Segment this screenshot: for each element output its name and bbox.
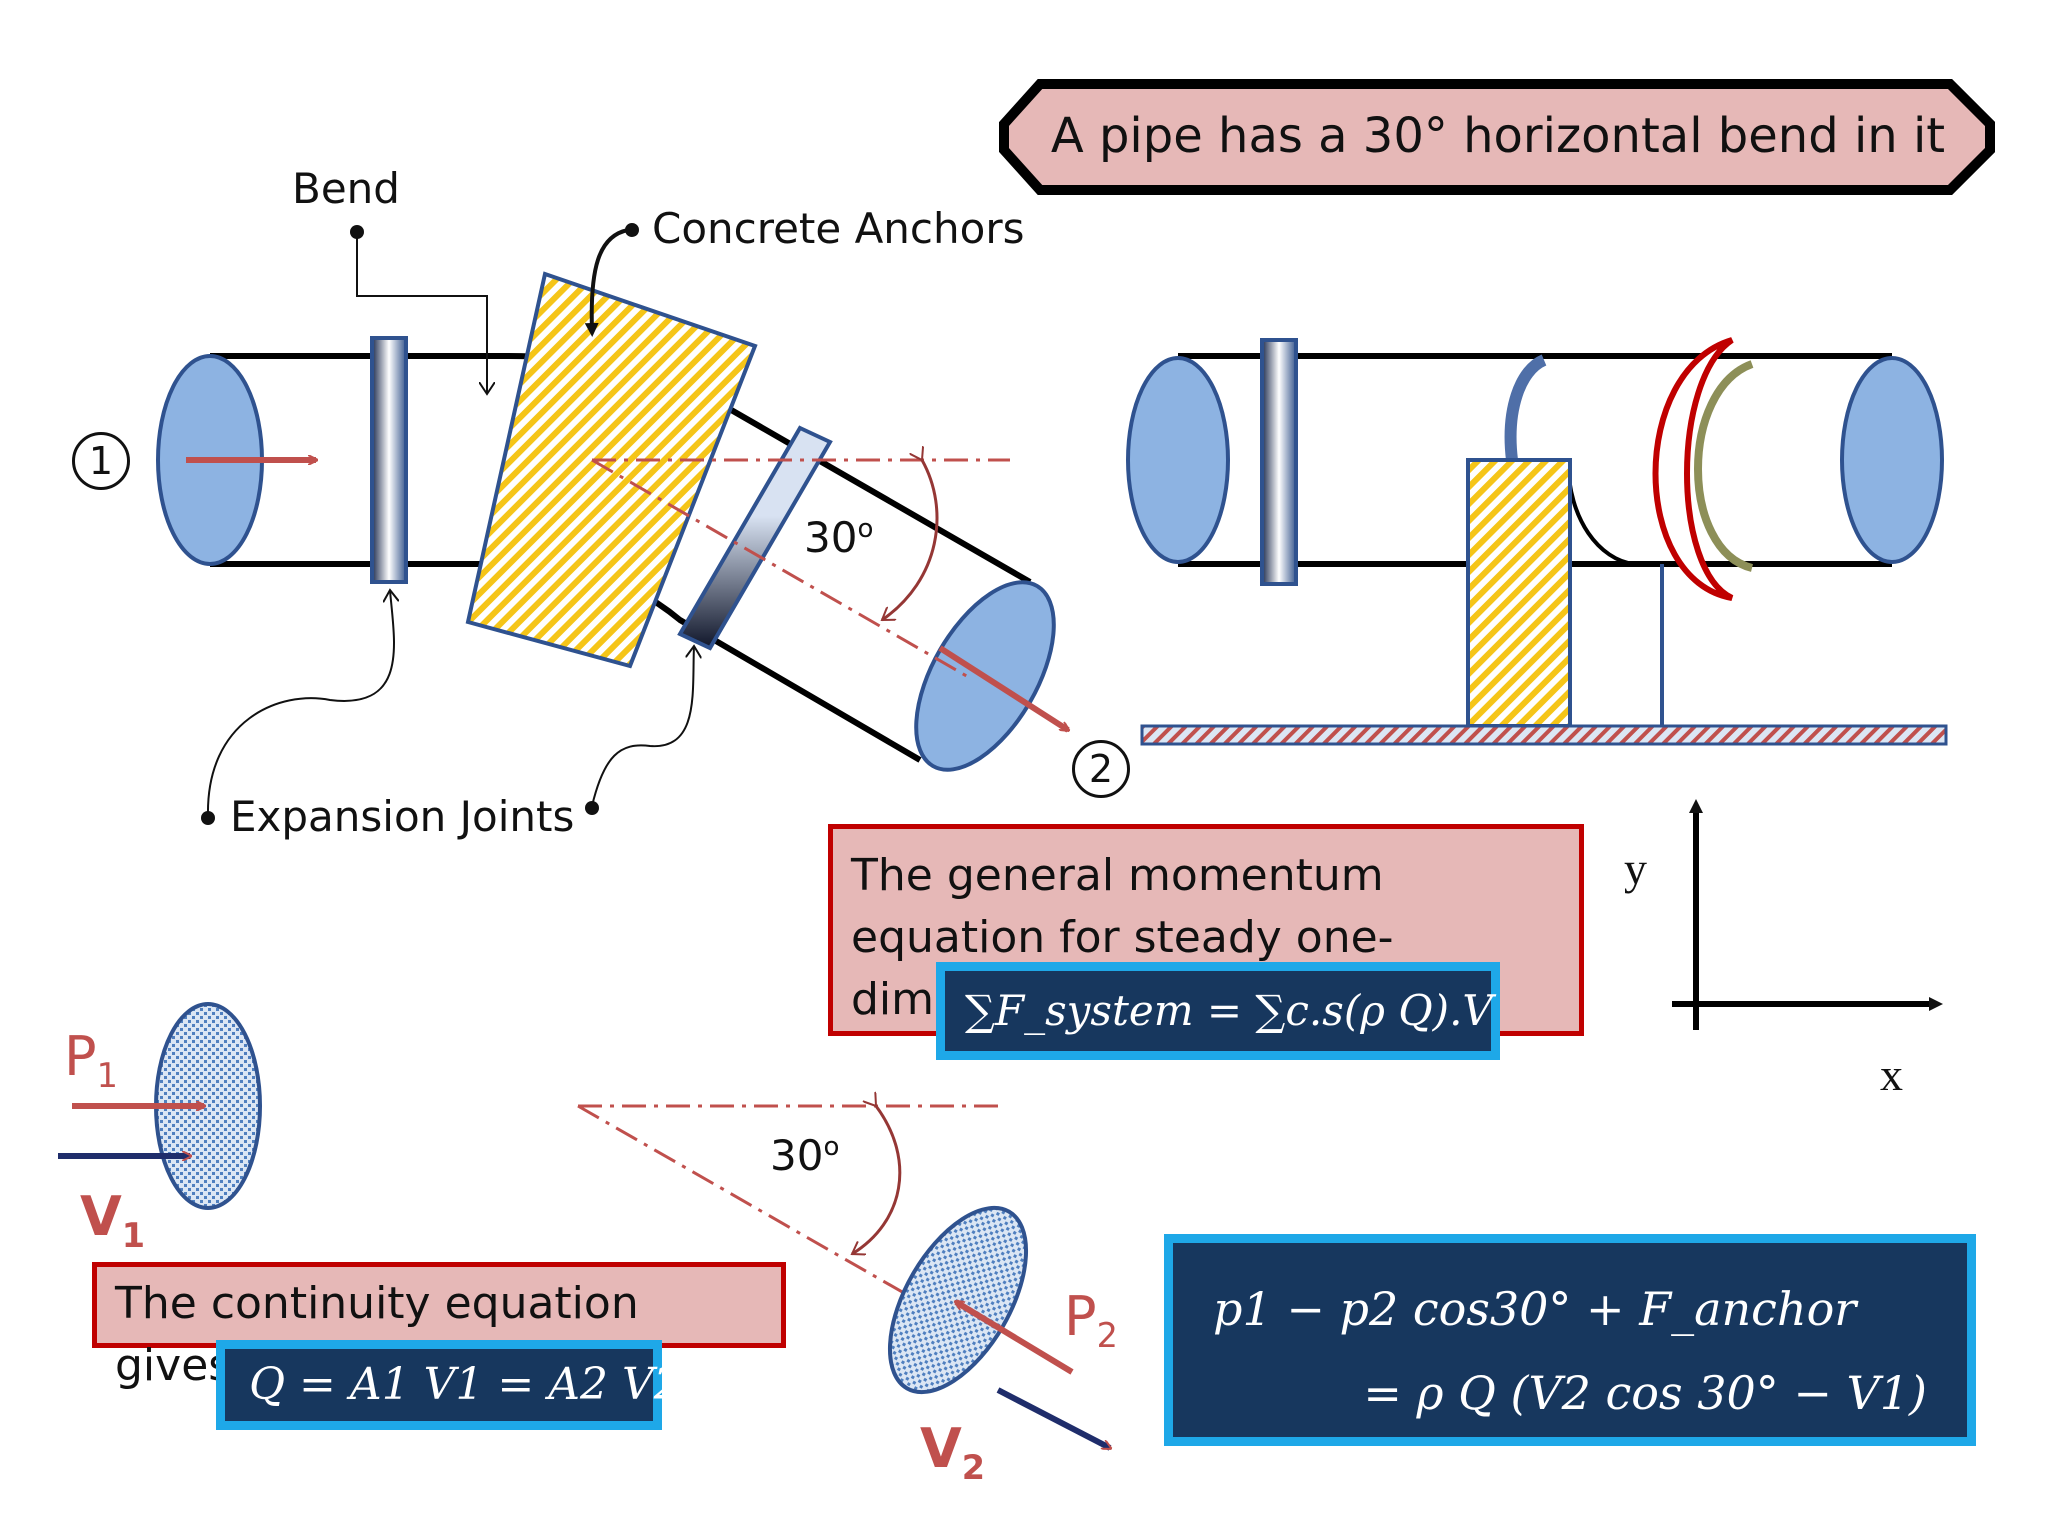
v2-label: V2	[920, 1422, 986, 1487]
angle-label-top: 30o	[804, 516, 873, 559]
p2-letter: P	[1064, 1285, 1097, 1348]
angle-arc-top	[882, 460, 939, 622]
continuity-equation-box: Q = A1 V1 = A2 V2	[216, 1340, 682, 1430]
expansion-joint-2	[677, 425, 833, 651]
side-view-floor	[1140, 724, 1948, 746]
angle-arc-bottom	[852, 1106, 902, 1254]
v1-subscript: 1	[121, 1215, 146, 1255]
angle-label-bottom: 30o	[770, 1134, 839, 1177]
side-view-anchor-block	[1466, 458, 1572, 728]
expansion-joint-1	[370, 336, 408, 584]
angle-degree-top: o	[857, 514, 874, 544]
v2-letter: V	[920, 1417, 962, 1480]
p2-arrow	[956, 1299, 1074, 1375]
section-1-marker: 1	[72, 432, 130, 490]
force-equation-line-2: = ρ Q (V2 cos 30° − V1)	[1363, 1366, 1927, 1420]
outlet-flow-arrow	[938, 645, 1068, 733]
y-axis-label: y	[1624, 843, 1647, 894]
angle-value-bottom: 30	[770, 1131, 824, 1180]
bent-centerline-bottom	[577, 1104, 959, 1326]
anchor-leader-dot	[625, 223, 639, 237]
side-view-olive-crescent	[1694, 360, 1754, 572]
x-axis-label: x	[1880, 1049, 1903, 1100]
side-view-expansion-joint	[1260, 338, 1298, 586]
side-view-right-end	[1840, 356, 1944, 564]
title-banner-shape	[999, 79, 1995, 195]
v1-letter: V	[80, 1185, 122, 1248]
v2-subscript: 2	[961, 1447, 986, 1487]
continuity-note-box: The continuity equation gives:	[92, 1262, 786, 1391]
p1-subscript: 1	[96, 1055, 118, 1095]
side-view-red-crescent	[1652, 337, 1734, 601]
force-equation-line-1: p1 − p2 cos30° + F_anchor	[1213, 1282, 1857, 1336]
expansion-joints-label: Expansion Joints	[230, 792, 575, 841]
side-view-support-curve	[1566, 459, 1635, 566]
p2-label: P2	[1064, 1290, 1118, 1355]
joint-leader-dot-1	[201, 811, 215, 825]
bend-label: Bend	[292, 164, 400, 213]
concrete-anchors-label: Concrete Anchors	[652, 204, 1025, 253]
p1-letter: P	[64, 1025, 97, 1088]
force-equation-box: p1 − p2 cos30° + F_anchor = ρ Q (V2 cos …	[1164, 1234, 1976, 1446]
angle-value-top: 30	[804, 513, 858, 562]
bent-centerline-top	[591, 458, 971, 680]
section-2-marker: 2	[1072, 740, 1130, 798]
joint-leader-dot-2	[585, 801, 599, 815]
v2-arrow	[996, 1387, 1110, 1451]
side-view-bend-curve	[1504, 354, 1547, 461]
bend-leader-dot	[350, 225, 364, 239]
angle-degree-bottom: o	[823, 1132, 840, 1162]
title-text: A pipe has a 30° horizontal bend in it	[1050, 108, 1946, 164]
side-view-left-end	[1126, 356, 1230, 564]
momentum-equation-box: ∑F_system = ∑c.s(ρ Q).V	[936, 962, 1500, 1060]
p1-label: P1	[64, 1030, 118, 1095]
v1-label: V1	[80, 1190, 146, 1255]
p2-subscript: 2	[1096, 1315, 1118, 1355]
leader-lines	[206, 228, 694, 817]
